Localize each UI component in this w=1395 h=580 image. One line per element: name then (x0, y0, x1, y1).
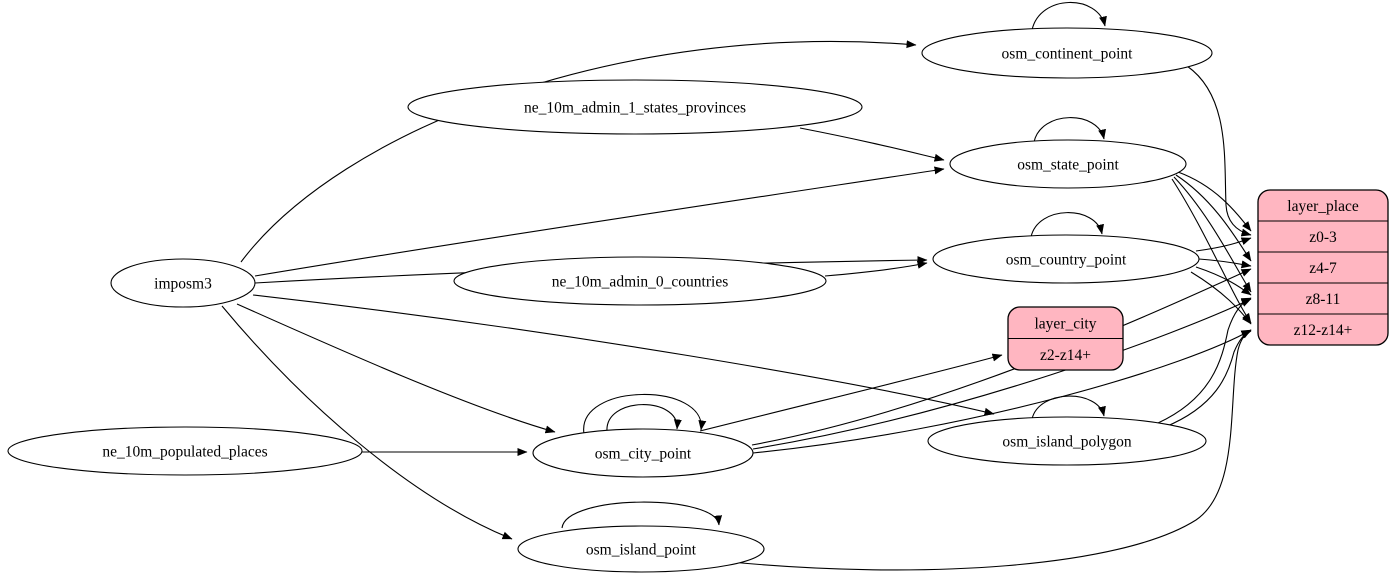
node-label-osm_continent_point: osm_continent_point (1002, 46, 1134, 63)
table-node-osm_country_point: osm_country_point (932, 234, 1200, 284)
edge-imposm3-to-osm_city_point (236, 303, 556, 434)
edge-osm_city_point-to-osm_city_point (583, 393, 707, 435)
node-shape-osm_island_point (517, 525, 765, 573)
table-node-ne_10m_populated_places: ne_10m_populated_places (7, 426, 363, 476)
record-shape-layer_place (1257, 189, 1389, 346)
edge-imposm3-to-osm_island_point (221, 305, 513, 540)
nodes-layer: imposm3 ne_10m_admin_1_states_provincesne… (7, 27, 1389, 573)
edge-osm_country_point-to-layer_place.z8-11 (1195, 266, 1252, 296)
node-shape-ne_10m_populated_places (7, 426, 363, 476)
edge-osm_state_point-to-osm_state_point (1033, 117, 1106, 143)
node-label-ne_10m_admin_1_states_provinces: ne_10m_admin_1_states_provinces (524, 100, 746, 117)
edge-osm_city_point-to-osm_city_point (606, 404, 682, 433)
layer-node-layer_city: layer_city z2-z14+ (1007, 306, 1124, 371)
node-label-osm_country_point: osm_country_point (1006, 252, 1127, 269)
edge-osm_island_polygon-to-layer_place.z8-11 (1157, 297, 1252, 424)
table-node-ne_10m_admin_0_countries: ne_10m_admin_0_countries (453, 256, 827, 306)
edge-imposm3-to-osm_state_point (254, 166, 945, 277)
node-label-ne_10m_admin_0_countries: ne_10m_admin_0_countries (552, 274, 729, 291)
edge-osm_state_point-to-layer_place.z4-7 (1175, 174, 1252, 262)
layer-node-layer_place: layer_place z0-3 z4-7 z8-11 z12-z14+ (1257, 189, 1389, 346)
edge-osm_state_point-to-layer_place.z8-11 (1173, 176, 1252, 293)
edge-osm_state_point-to-layer_place.z12-z14+ (1171, 178, 1252, 324)
edge-osm_island_point-to-osm_island_point (561, 501, 723, 529)
record-row-layer_place-z12-z14+: z12-z14+ (1294, 322, 1353, 339)
record-title-layer_city: layer_city (1035, 315, 1097, 332)
node-shape-ne_10m_admin_1_states_provinces (407, 79, 863, 135)
node-label-osm_state_point: osm_state_point (1017, 157, 1119, 174)
edge-ne_10m_admin_1_states_provinces-to-osm_state_point (799, 127, 945, 162)
edge-osm_city_point-to-layer_place.z12-z14+ (752, 329, 1252, 454)
edges-layer (221, 1, 1252, 571)
record-row-layer_place-z0-3: z0-3 (1309, 229, 1337, 246)
node-label-osm_island_polygon: osm_island_polygon (1002, 434, 1131, 451)
table-node-osm_continent_point: osm_continent_point (921, 27, 1213, 79)
edge-osm_city_point-to-layer_city.z2-z14+ (699, 353, 1003, 432)
node-shape-ne_10m_admin_0_countries (453, 256, 827, 306)
record-row-layer_place-z4-7: z4-7 (1309, 260, 1337, 277)
record-title-layer_place: layer_place (1287, 198, 1359, 215)
edge-ne_10m_admin_0_countries-to-osm_country_point (824, 260, 928, 277)
node-shape-osm_country_point (932, 234, 1200, 284)
edge-osm_state_point-to-layer_place.z0-3 (1177, 171, 1252, 232)
table-node-imposm3: imposm3 (110, 258, 256, 308)
table-node-osm_state_point: osm_state_point (949, 139, 1187, 189)
node-label-imposm3: imposm3 (154, 276, 212, 293)
table-node-ne_10m_admin_1_states_provinces: ne_10m_admin_1_states_provinces (407, 79, 863, 135)
edge-osm_island_point-to-layer_place.z12-z14+ (730, 330, 1252, 571)
node-label-ne_10m_populated_places: ne_10m_populated_places (102, 444, 267, 461)
record-row-layer_place-z8-11: z8-11 (1306, 291, 1341, 308)
edge-osm_city_point-to-layer_place.z4-7 (751, 268, 1252, 446)
edge-osm_country_point-to-layer_place.z0-3 (1195, 237, 1252, 252)
node-shape-osm_state_point (949, 139, 1187, 189)
node-shape-imposm3 (110, 258, 256, 308)
edge-osm_country_point-to-osm_country_point (1030, 212, 1104, 238)
edge-osm_continent_point-to-layer_place.z0-3 (1186, 65, 1252, 237)
node-shape-osm_city_point (532, 428, 754, 478)
edge-osm_country_point-to-layer_place.z12-z14+ (1190, 271, 1252, 325)
node-label-osm_island_point: osm_island_point (586, 542, 697, 559)
edge-osm_continent_point-to-osm_continent_point (1031, 1, 1107, 31)
edge-osm_island_polygon-to-osm_island_polygon (1031, 395, 1106, 420)
node-shape-osm_island_polygon (927, 416, 1207, 466)
table-node-osm_island_point: osm_island_point (517, 525, 765, 573)
table-node-osm_island_polygon: osm_island_polygon (927, 416, 1207, 466)
node-shape-osm_continent_point (921, 27, 1213, 79)
node-label-osm_city_point: osm_city_point (595, 446, 692, 463)
record-row-layer_city-z2-z14+: z2-z14+ (1040, 347, 1091, 364)
edge-osm_city_point-to-layer_place.z8-11 (752, 298, 1252, 450)
edge-osm_country_point-to-layer_place.z4-7 (1198, 258, 1252, 269)
edge-imposm3-to-osm_continent_point (240, 40, 917, 263)
table-node-osm_city_point: osm_city_point (532, 428, 754, 478)
